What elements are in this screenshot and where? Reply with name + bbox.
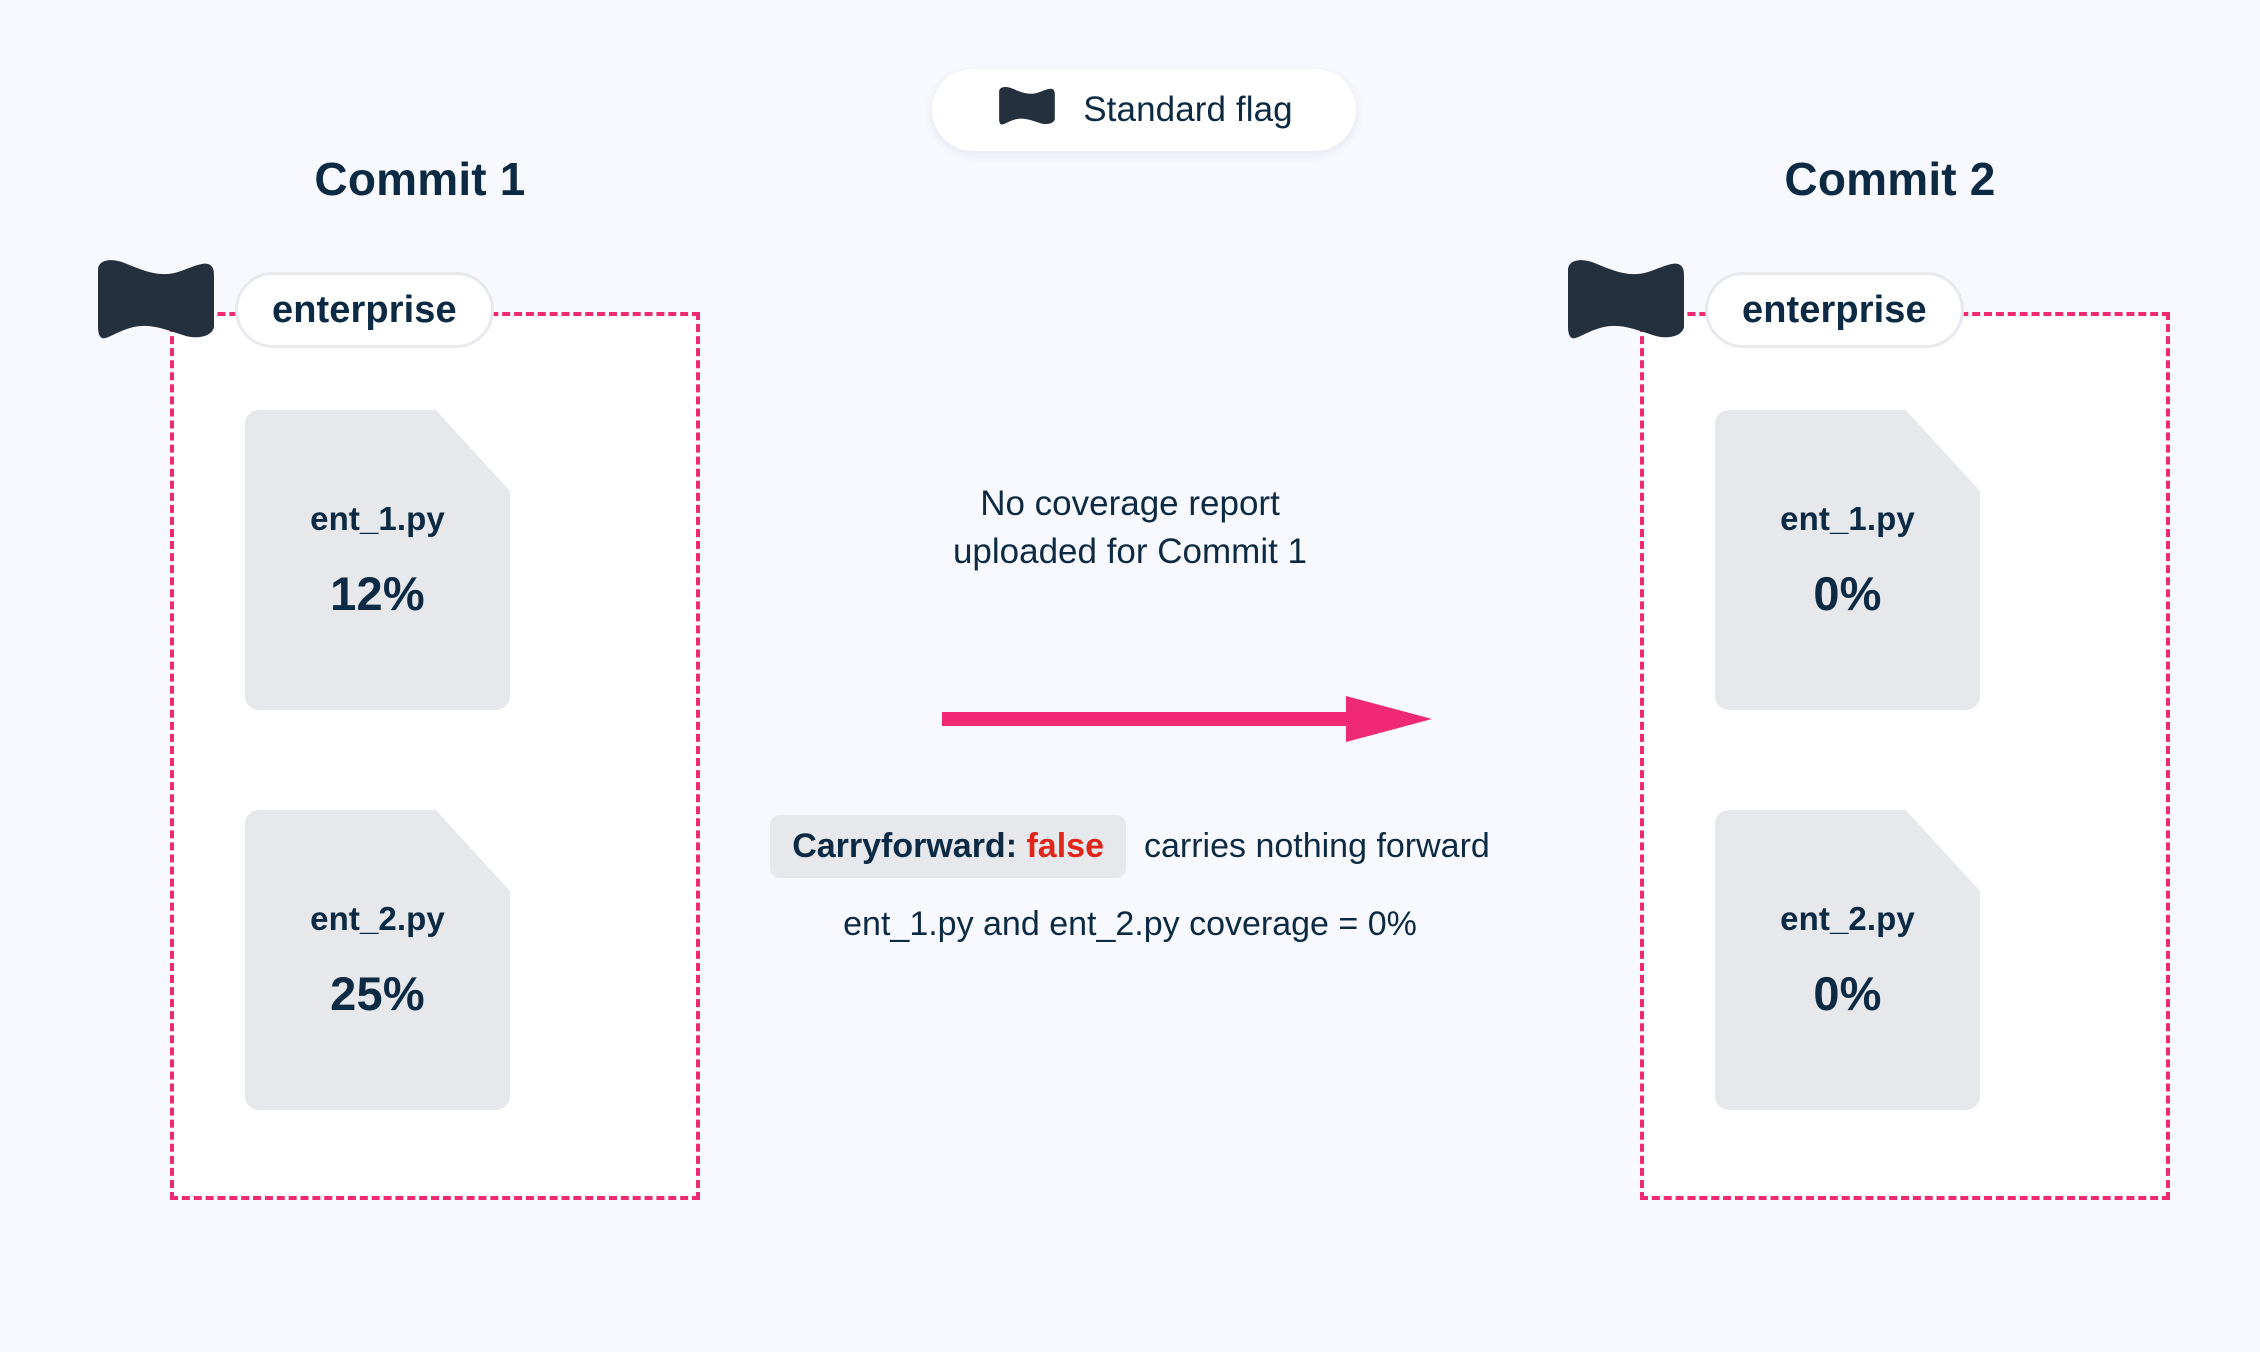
flag-icon — [999, 86, 1056, 125]
carryforward-description: carries nothing forward — [1143, 827, 1490, 865]
flag-name-pill-2[interactable]: enterprise — [1705, 272, 1964, 348]
file-coverage: 25% — [330, 966, 425, 1020]
commit-title-1: Commit 1 — [314, 153, 526, 205]
legend-standard-flag: Standard flag — [932, 69, 1356, 151]
file-card[interactable]: ent_1.py 12% — [245, 410, 510, 710]
file-name: ent_2.py — [310, 899, 445, 937]
file-card[interactable]: ent_1.py 0% — [1715, 410, 1980, 710]
file-coverage: 12% — [330, 566, 425, 620]
carryforward-value: false — [1026, 827, 1104, 865]
flag-icon — [1568, 260, 1684, 339]
flag-name-label: enterprise — [1742, 288, 1927, 331]
carryforward-label: Carryforward: — [792, 827, 1018, 865]
file-name: ent_1.py — [310, 499, 445, 537]
commit-column-2: Commit 2 enterprise ent_1.py 0% ent_2.py… — [1530, 0, 2250, 1352]
file-coverage: 0% — [1813, 566, 1882, 620]
carryforward-row: Carryforward: false carries nothing forw… — [720, 815, 1540, 878]
legend-label: Standard flag — [1083, 90, 1293, 129]
flag-name-label: enterprise — [272, 288, 457, 331]
file-card[interactable]: ent_2.py 0% — [1715, 810, 1980, 1110]
arrow-right-icon — [942, 696, 1432, 742]
no-report-note: No coverage report uploaded for Commit 1 — [720, 480, 1540, 575]
carryforward-result: ent_1.py and ent_2.py coverage = 0% — [843, 905, 1417, 943]
carryforward-chip: Carryforward: false — [770, 815, 1126, 878]
flag-name-pill-1[interactable]: enterprise — [235, 272, 494, 348]
no-report-note-line-1: No coverage report — [980, 484, 1280, 523]
center-explanation: No coverage report uploaded for Commit 1… — [720, 0, 1540, 1352]
file-coverage: 0% — [1813, 966, 1882, 1020]
commit-column-1: Commit 1 enterprise ent_1.py 12% ent_2.p… — [60, 0, 780, 1352]
flag-icon — [98, 260, 214, 339]
file-name: ent_1.py — [1780, 499, 1915, 537]
file-card[interactable]: ent_2.py 25% — [245, 810, 510, 1110]
commit-title-2: Commit 2 — [1784, 153, 1996, 205]
no-report-note-line-2: uploaded for Commit 1 — [952, 531, 1308, 571]
file-name: ent_2.py — [1780, 899, 1915, 937]
